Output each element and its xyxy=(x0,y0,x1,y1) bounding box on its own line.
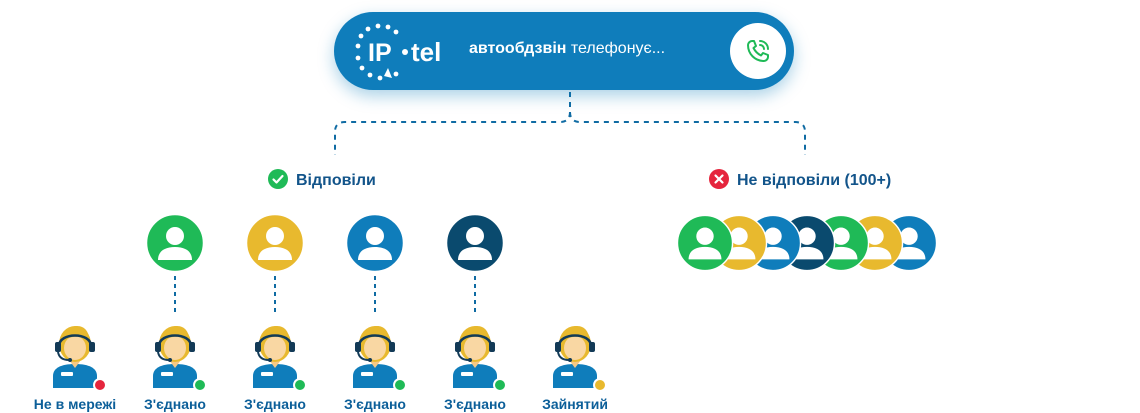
answered-avatar xyxy=(245,213,305,273)
not-answered-text: Не відповіли xyxy=(737,172,841,189)
operator-headset-icon xyxy=(353,326,397,388)
person-icon xyxy=(145,213,205,273)
check-circle-icon xyxy=(268,169,288,189)
svg-text:tel: tel xyxy=(411,37,441,67)
answered-avatar xyxy=(145,213,205,273)
operator-headset-icon xyxy=(553,326,597,388)
agent-status-label: З'єднано xyxy=(444,396,506,412)
unanswered-avatar xyxy=(676,214,734,272)
not-answered-count: (100+) xyxy=(840,172,892,189)
operator-agent xyxy=(345,320,407,392)
answered-avatar xyxy=(445,213,505,273)
call-button[interactable] xyxy=(730,23,786,79)
person-icon xyxy=(245,213,305,273)
answered-avatar xyxy=(345,213,405,273)
banner-title: автообдзвін телефонує... xyxy=(469,40,665,58)
not-answered-label: Не відповіли (100+) xyxy=(709,169,891,190)
operator-agent xyxy=(545,320,607,392)
status-indicator xyxy=(293,378,307,392)
person-icon xyxy=(445,213,505,273)
autodialer-banner: IP tel автообдзвін телефонує... xyxy=(334,12,794,90)
agent-status-label: Зайнятий xyxy=(542,396,608,412)
operator-headset-icon xyxy=(253,326,297,388)
status-indicator xyxy=(393,378,407,392)
status-indicator xyxy=(493,378,507,392)
iptel-logo: IP tel xyxy=(355,23,441,81)
x-circle-icon xyxy=(709,169,729,189)
agent-status-label: З'єднано xyxy=(344,396,406,412)
phone-ringing-icon xyxy=(747,40,769,62)
operator-agent xyxy=(245,320,307,392)
agent-status-label: З'єднано xyxy=(144,396,206,412)
svg-text:IP: IP xyxy=(368,39,392,67)
agent-status-label: Не в мережі xyxy=(33,396,117,412)
operator-agent xyxy=(145,320,207,392)
status-indicator xyxy=(93,378,107,392)
banner-title-rest: телефонує... xyxy=(566,40,666,57)
status-indicator xyxy=(593,378,607,392)
answered-text: Відповіли xyxy=(296,172,376,189)
answered-label: Відповіли xyxy=(268,169,376,190)
operator-agent xyxy=(45,320,107,392)
operator-headset-icon xyxy=(153,326,197,388)
agent-status-label: З'єднано xyxy=(244,396,306,412)
operator-headset-icon xyxy=(453,326,497,388)
status-indicator xyxy=(193,378,207,392)
operator-headset-icon xyxy=(53,326,97,388)
operator-agent xyxy=(445,320,507,392)
banner-title-bold: автообдзвін xyxy=(469,40,567,57)
person-icon xyxy=(345,213,405,273)
